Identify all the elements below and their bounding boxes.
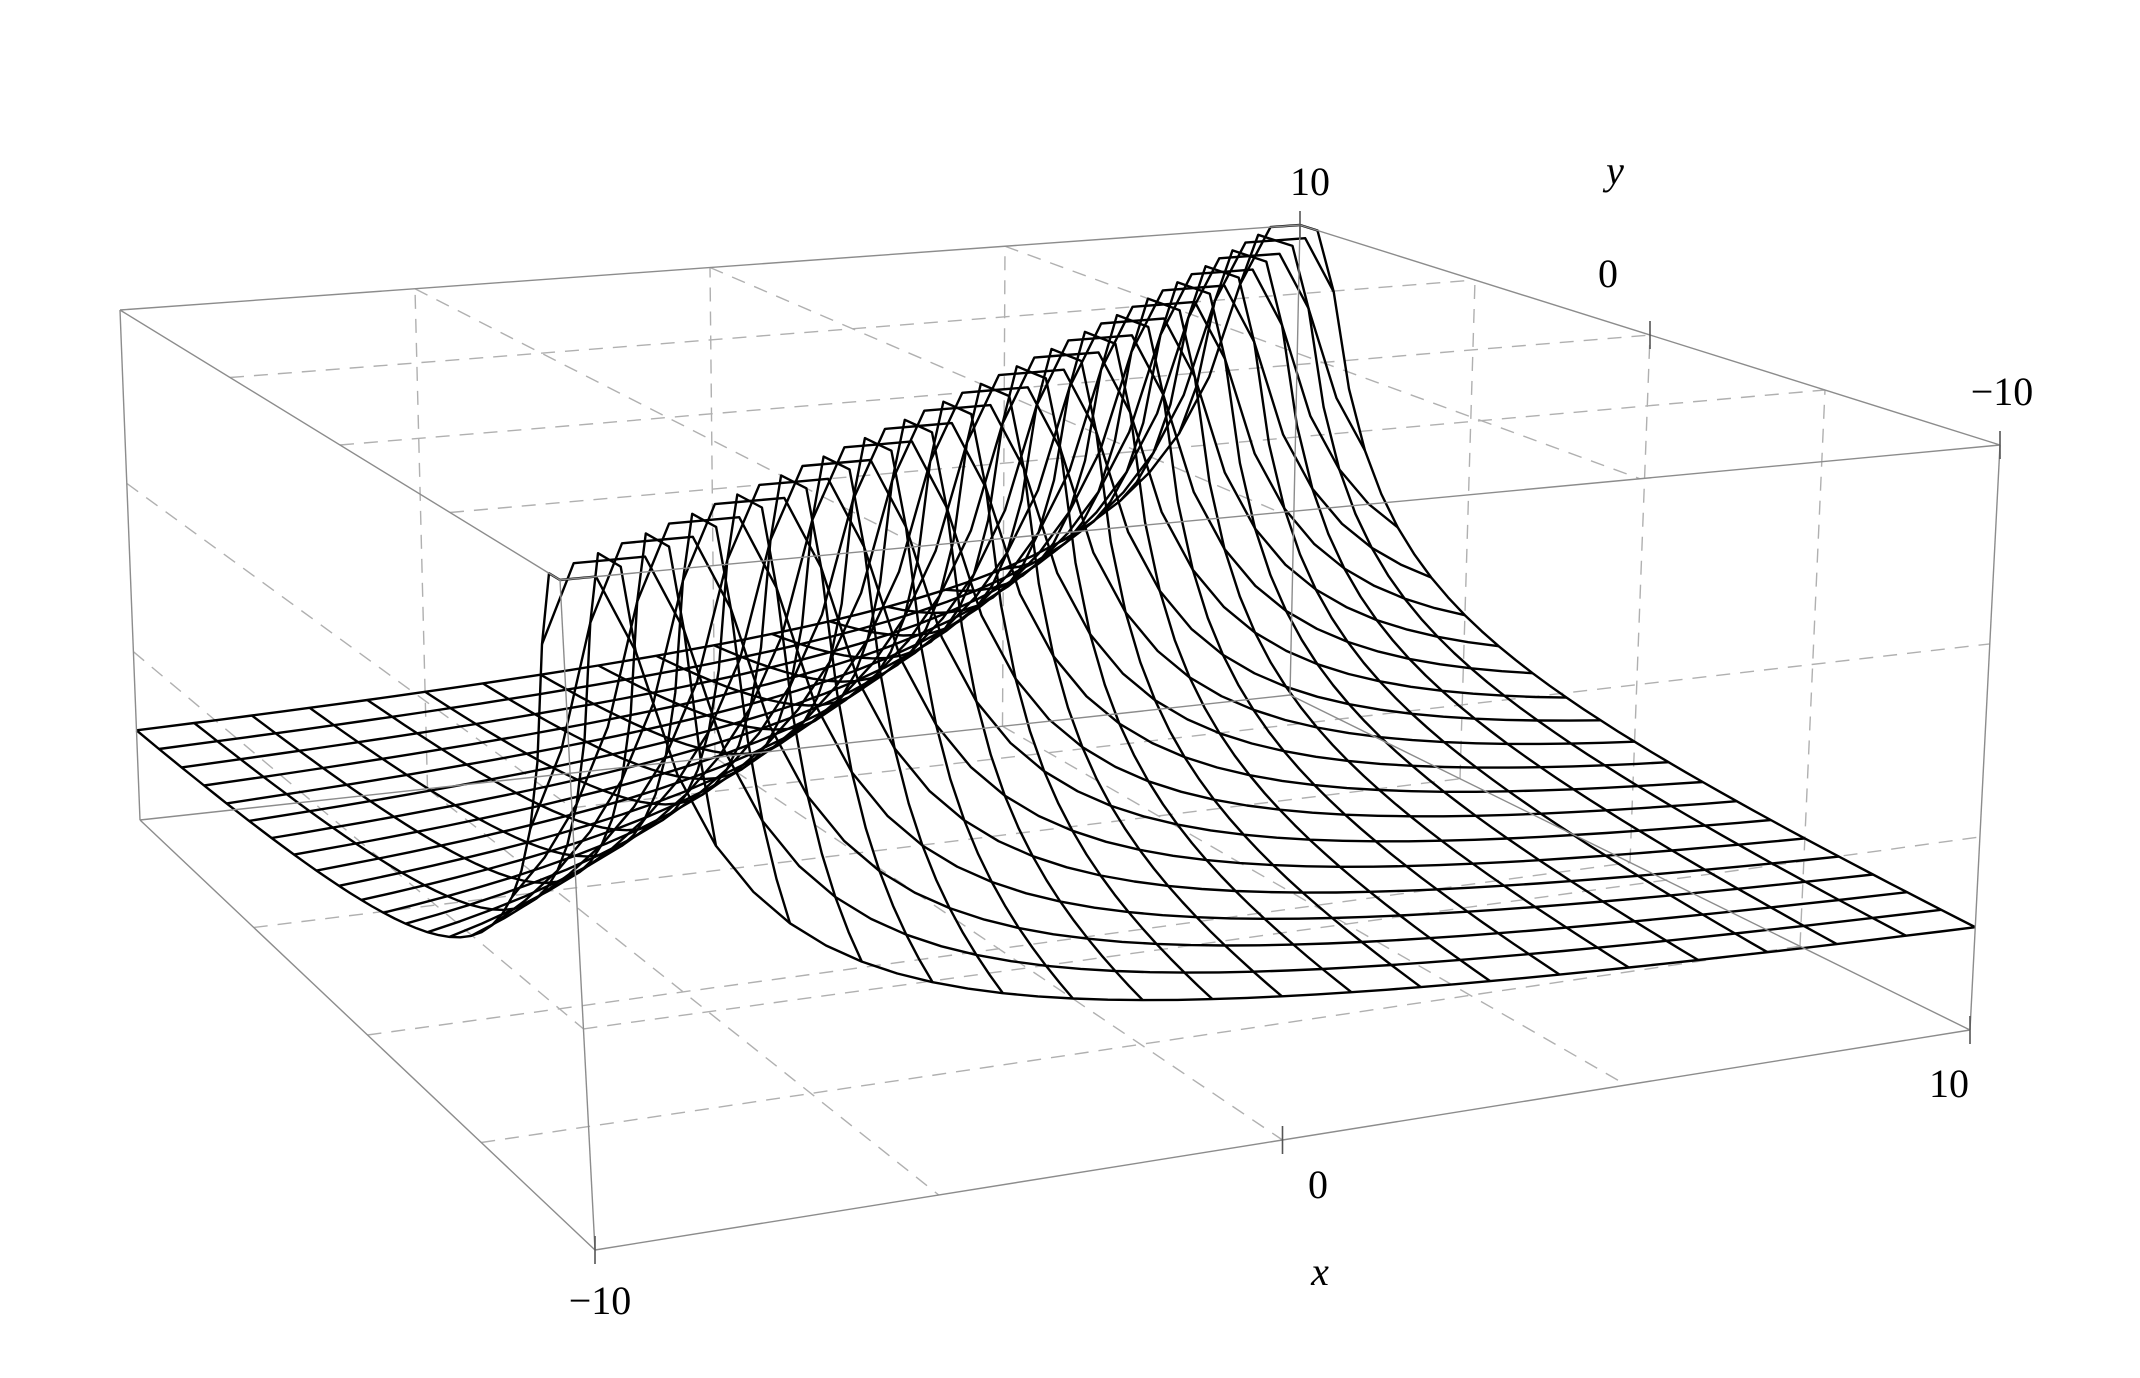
mesh-line-y bbox=[316, 351, 1567, 872]
mesh-line-y bbox=[136, 223, 1301, 732]
y-tick-label-max: 10 bbox=[1290, 159, 1330, 204]
y-tick-label-mid: 0 bbox=[1598, 251, 1618, 296]
x-axis-label: x bbox=[1310, 1249, 1329, 1294]
mesh-line-y bbox=[271, 317, 1499, 840]
mesh-line-y bbox=[491, 496, 1840, 927]
wall-grid-line bbox=[1629, 334, 1651, 863]
box-edge bbox=[119, 309, 561, 581]
box-edge bbox=[1289, 694, 1971, 1031]
mesh-line-y bbox=[203, 268, 1399, 787]
wall-grid-line bbox=[571, 643, 1990, 809]
y-tick-label-min: −10 bbox=[1971, 369, 2034, 414]
mesh-line-x bbox=[1299, 223, 1976, 929]
mesh-line-x bbox=[945, 313, 1561, 976]
box-edge bbox=[119, 224, 1301, 311]
mesh-line-y bbox=[158, 237, 1335, 751]
mesh-line-y bbox=[540, 555, 1942, 974]
mesh-line-y bbox=[449, 458, 1771, 939]
wall-grid-line bbox=[414, 288, 429, 789]
mesh-line-y bbox=[511, 516, 1874, 920]
x-tick-label-min: −10 bbox=[569, 1278, 632, 1323]
x-tick-label-mid: 0 bbox=[1308, 1162, 1328, 1207]
mesh-line-y bbox=[226, 284, 1432, 805]
floor-grid-line bbox=[481, 945, 1801, 1144]
box-edge bbox=[559, 444, 2001, 581]
box-edge bbox=[1289, 224, 1301, 696]
tick-marks bbox=[594, 211, 2001, 1264]
box-edge bbox=[559, 579, 596, 1251]
wireframe-surface bbox=[135, 223, 1976, 1002]
x-tick-label-max: 10 bbox=[1929, 1061, 1969, 1106]
mesh-line-y bbox=[181, 252, 1366, 769]
floor-grid-line bbox=[427, 788, 940, 1196]
mesh-line-x bbox=[597, 418, 1144, 1001]
mesh-line-y bbox=[338, 368, 1601, 887]
mesh-line-x bbox=[1238, 233, 1907, 937]
box-edge bbox=[139, 694, 1291, 821]
box-edge bbox=[1969, 444, 2001, 1031]
mesh-line-y bbox=[383, 403, 1669, 914]
mesh-line-y bbox=[360, 386, 1635, 902]
box-edge bbox=[139, 819, 596, 1251]
wall-grid-line bbox=[1799, 389, 1826, 947]
mesh-line-y bbox=[529, 535, 1908, 947]
mesh-line-y bbox=[293, 334, 1533, 856]
wall-grid-line bbox=[1459, 279, 1476, 779]
mesh-line-y bbox=[559, 575, 1976, 1002]
ceiling-grid-line bbox=[709, 266, 1281, 514]
ceiling-grid-line bbox=[1004, 245, 1641, 480]
box-edge bbox=[119, 309, 141, 821]
mesh-line-y bbox=[470, 477, 1805, 937]
wall-grid-line bbox=[132, 651, 584, 1030]
bounding-box-front bbox=[119, 224, 2001, 1251]
mesh-line-y bbox=[427, 440, 1737, 934]
wall-grid-line bbox=[126, 482, 573, 809]
y-axis-label: y bbox=[1602, 148, 1624, 193]
wall-grid-line bbox=[1001, 246, 1006, 727]
